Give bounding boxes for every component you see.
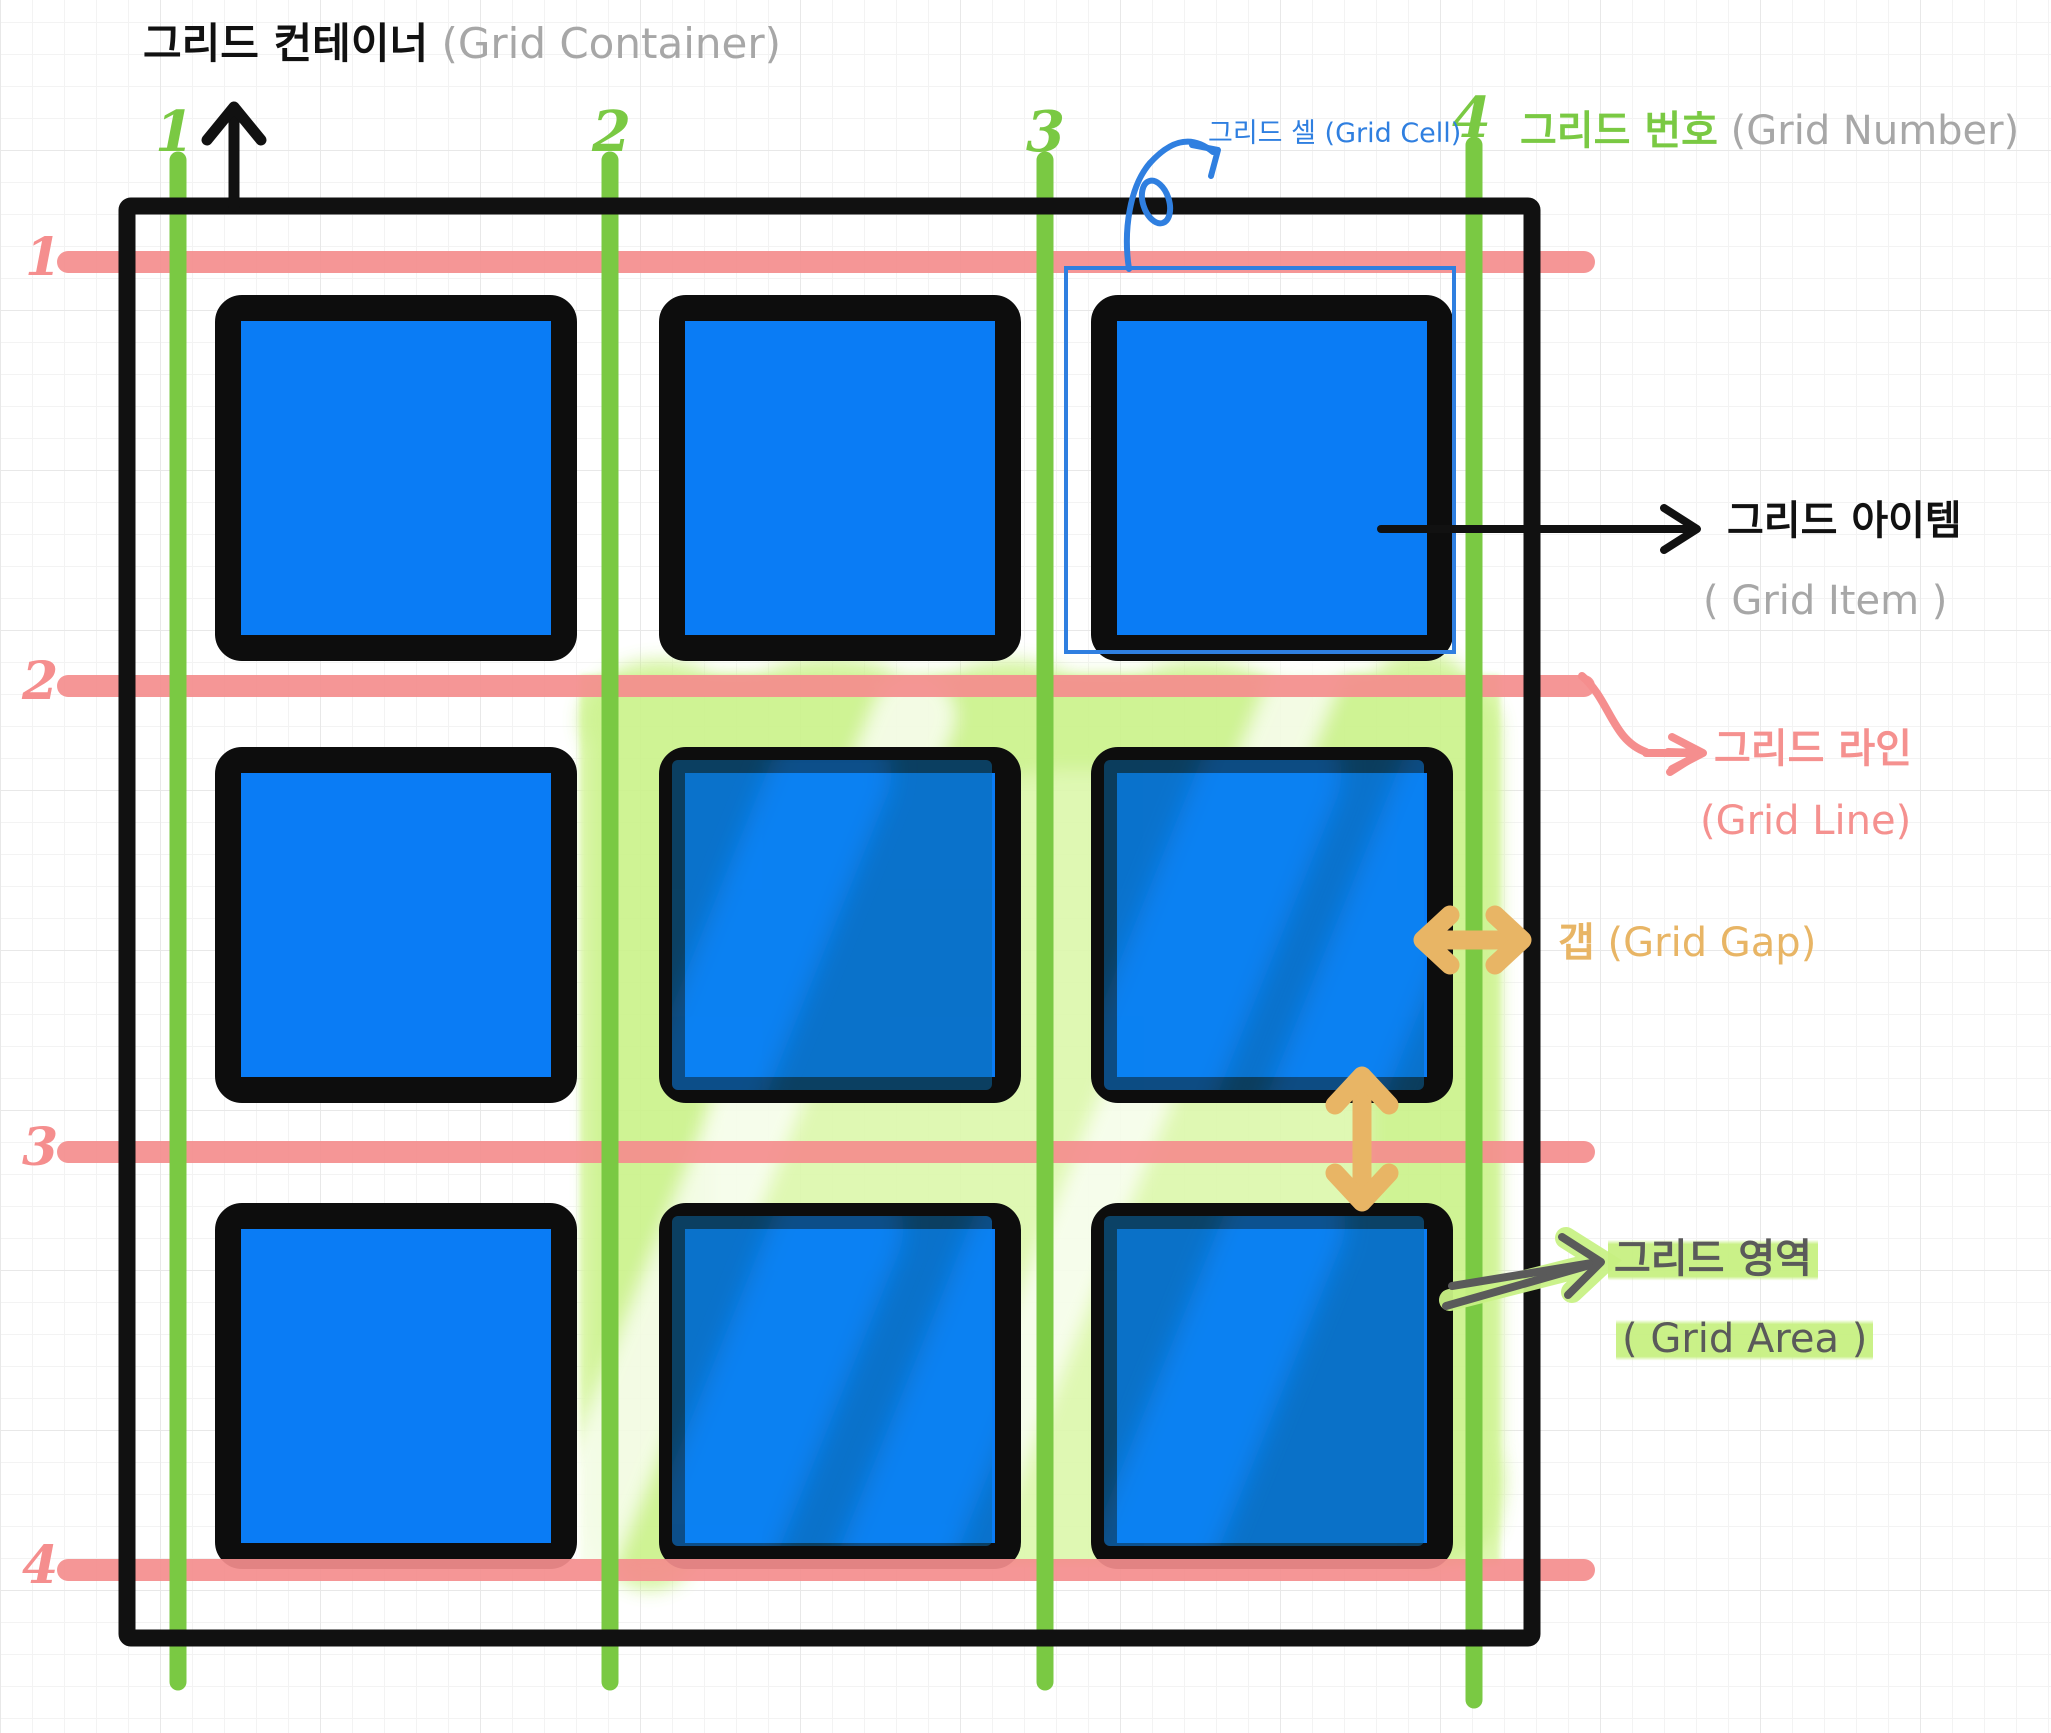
grid-item <box>1091 747 1453 1103</box>
grid-gap-label: 갭 (Grid Gap) <box>1558 920 1816 966</box>
grid-gap-label-ko: 갭 <box>1558 920 1595 966</box>
column-line-number-2: 2 <box>592 99 631 165</box>
grid-line-label-ko: 그리드 라인 <box>1714 726 1912 772</box>
grid-line-label-en: (Grid Line) <box>1700 798 1912 844</box>
grid-row-lines <box>57 251 1595 1581</box>
grid-item <box>1091 295 1453 661</box>
row-line-number-4: 4 <box>22 1535 59 1596</box>
grid-container-outline <box>118 197 1541 1647</box>
grid-area-label-en: ( Grid Area ) <box>1616 1316 1874 1362</box>
row-line-number-2: 2 <box>22 651 59 712</box>
grid-item <box>659 1203 1021 1569</box>
grid-cell-label-ko: 그리드 셀 <box>1208 118 1316 149</box>
grid-item-label-en: ( Grid Item ) <box>1703 578 1948 624</box>
grid-item <box>215 1203 577 1569</box>
grid-cell-label: 그리드 셀 (Grid Cell) <box>1208 118 1461 149</box>
grid-number-label-en: (Grid Number) <box>1730 108 2020 154</box>
grid-line-leader-arrow <box>1578 672 1707 776</box>
grid-area-leader-arrow <box>1439 1227 1622 1311</box>
grid-area-label-ko: 그리드 영역 <box>1608 1236 1818 1282</box>
column-line-number-4: 4 <box>1452 85 1491 151</box>
grid-gap-vertical-arrow <box>1325 1066 1399 1212</box>
grid-item-label-ko: 그리드 아이템 <box>1727 498 1962 544</box>
row-line-number-1: 1 <box>25 227 62 288</box>
grid-item <box>659 747 1021 1103</box>
page-title-ko: 그리드 컨테이너 <box>143 19 429 68</box>
grid-gap-label-en: (Grid Gap) <box>1607 920 1817 966</box>
grid-cell-outline <box>1064 266 1456 654</box>
grid-cell-label-en: (Grid Cell) <box>1324 118 1462 149</box>
grid-item <box>215 295 577 661</box>
grid-number-label-ko: 그리드 번호 <box>1520 108 1718 154</box>
grid-item <box>1091 1203 1453 1569</box>
column-line-number-3: 3 <box>1026 99 1065 165</box>
page-title: 그리드 컨테이너 (Grid Container) <box>143 19 781 68</box>
grid-column-lines <box>169 136 1483 1709</box>
grid-gap-horizontal-arrow <box>1413 905 1532 975</box>
grid-item-leader-arrow <box>1377 504 1701 554</box>
grid-item <box>659 295 1021 661</box>
grid-cell-leader-line <box>1123 138 1221 272</box>
grid-item <box>215 747 577 1103</box>
grid-number-label: 그리드 번호 (Grid Number) <box>1520 108 2019 154</box>
page-title-en: (Grid Container) <box>441 19 781 68</box>
column-line-number-1: 1 <box>155 99 194 165</box>
row-line-number-3: 3 <box>22 1117 59 1178</box>
grid-container-arrow-icon <box>201 101 267 212</box>
